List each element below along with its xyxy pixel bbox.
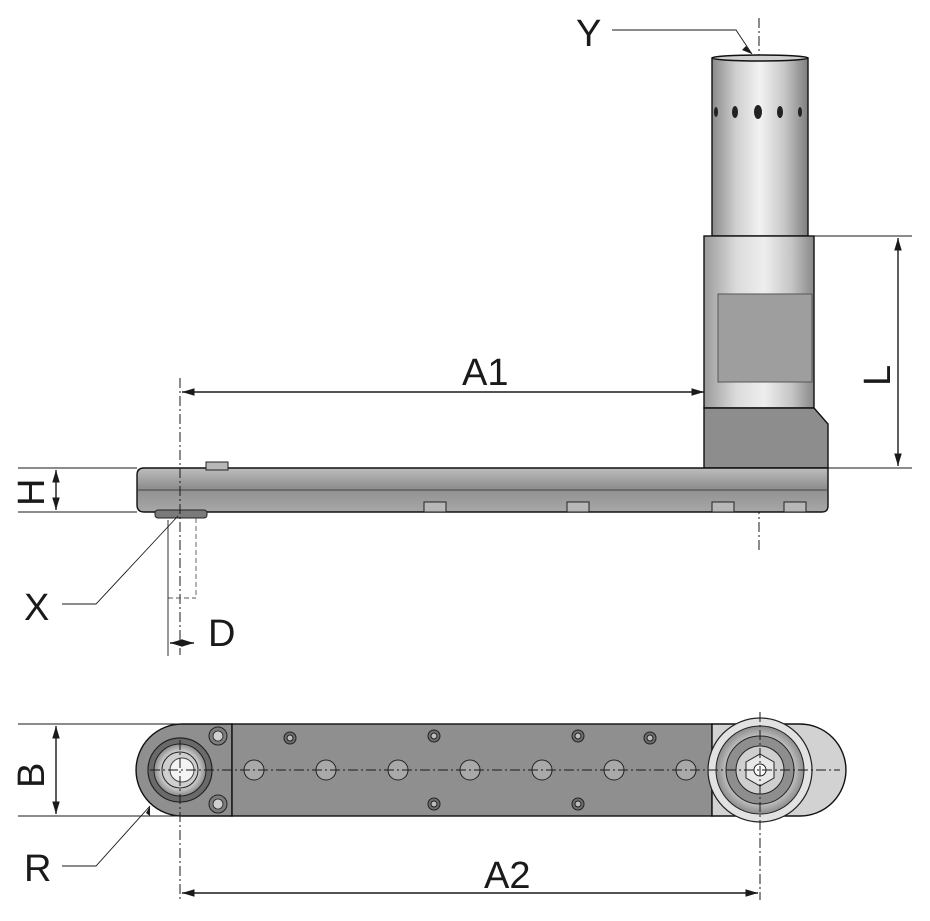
column-window bbox=[717, 293, 813, 383]
right-column-top bbox=[707, 717, 847, 823]
side-view: A1 L H Y X D bbox=[11, 13, 912, 656]
column-base-block bbox=[703, 407, 829, 469]
arm-side bbox=[136, 461, 829, 519]
x-label: X bbox=[24, 587, 49, 629]
cylinder-holes bbox=[714, 105, 802, 119]
column-lower-body bbox=[703, 235, 829, 469]
r-label: R bbox=[24, 848, 51, 890]
r-leader bbox=[62, 805, 151, 867]
column-upper-cylinder bbox=[711, 54, 809, 237]
l-label: L bbox=[857, 365, 899, 386]
a1-label: A1 bbox=[462, 352, 508, 394]
top-view: B R A2 bbox=[11, 712, 847, 900]
h-label: H bbox=[11, 479, 53, 506]
x-leader bbox=[62, 515, 179, 605]
a2-label: A2 bbox=[484, 855, 530, 897]
b-label: B bbox=[11, 763, 53, 788]
d-label: D bbox=[208, 613, 235, 655]
y-label: Y bbox=[576, 13, 601, 55]
y-leader bbox=[612, 29, 753, 55]
